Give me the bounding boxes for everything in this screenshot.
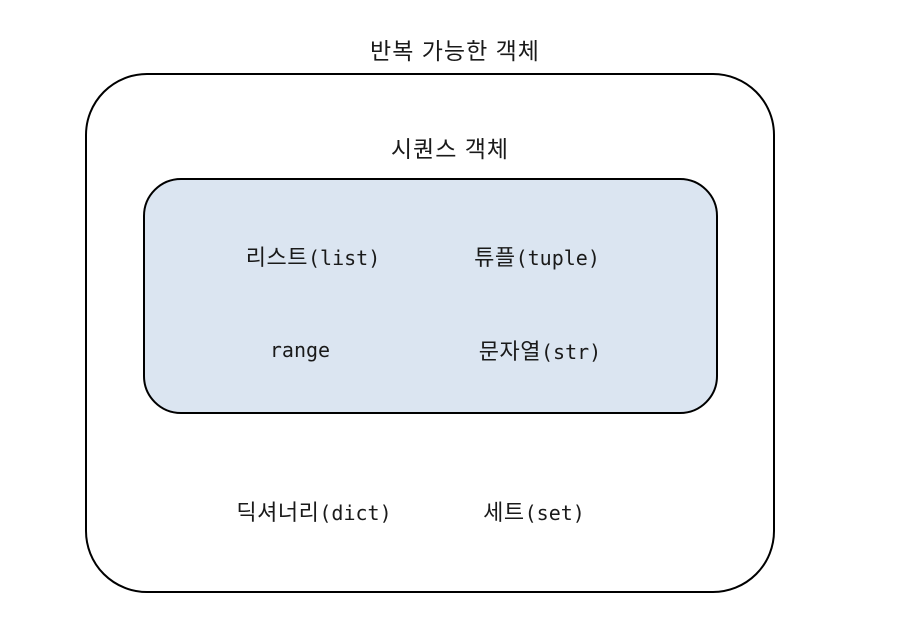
item-list-korean-label: 리스트 [245, 245, 308, 270]
item-dict: 딕셔너리(dict) [236, 495, 391, 527]
diagram-title: 반복 가능한 객체 [370, 38, 540, 64]
item-list: 리스트(list) [246, 240, 380, 272]
item-str: 문자열(str) [479, 334, 601, 366]
item-tuple: 튜플(tuple) [474, 240, 600, 272]
item-set: 세트(set) [483, 495, 585, 527]
item-str-code-label: (str) [541, 340, 602, 364]
item-dict-korean-label: 딕셔너리 [236, 500, 320, 525]
item-tuple-korean-label: 튜플 [474, 245, 516, 270]
sequence-objects-label: 시퀀스 객체 [390, 136, 510, 162]
item-dict-code-label: (dict) [319, 501, 392, 525]
item-tuple-code-label: (tuple) [515, 246, 600, 270]
item-range-code-label: range [269, 338, 331, 362]
item-set-code-label: (set) [524, 501, 585, 525]
item-list-code-label: (list) [307, 246, 381, 270]
sequence-objects-inner-box [143, 178, 718, 414]
item-str-korean-label: 문자열 [478, 339, 542, 364]
item-set-korean-label: 세트 [483, 500, 525, 525]
item-range: range [270, 337, 330, 363]
